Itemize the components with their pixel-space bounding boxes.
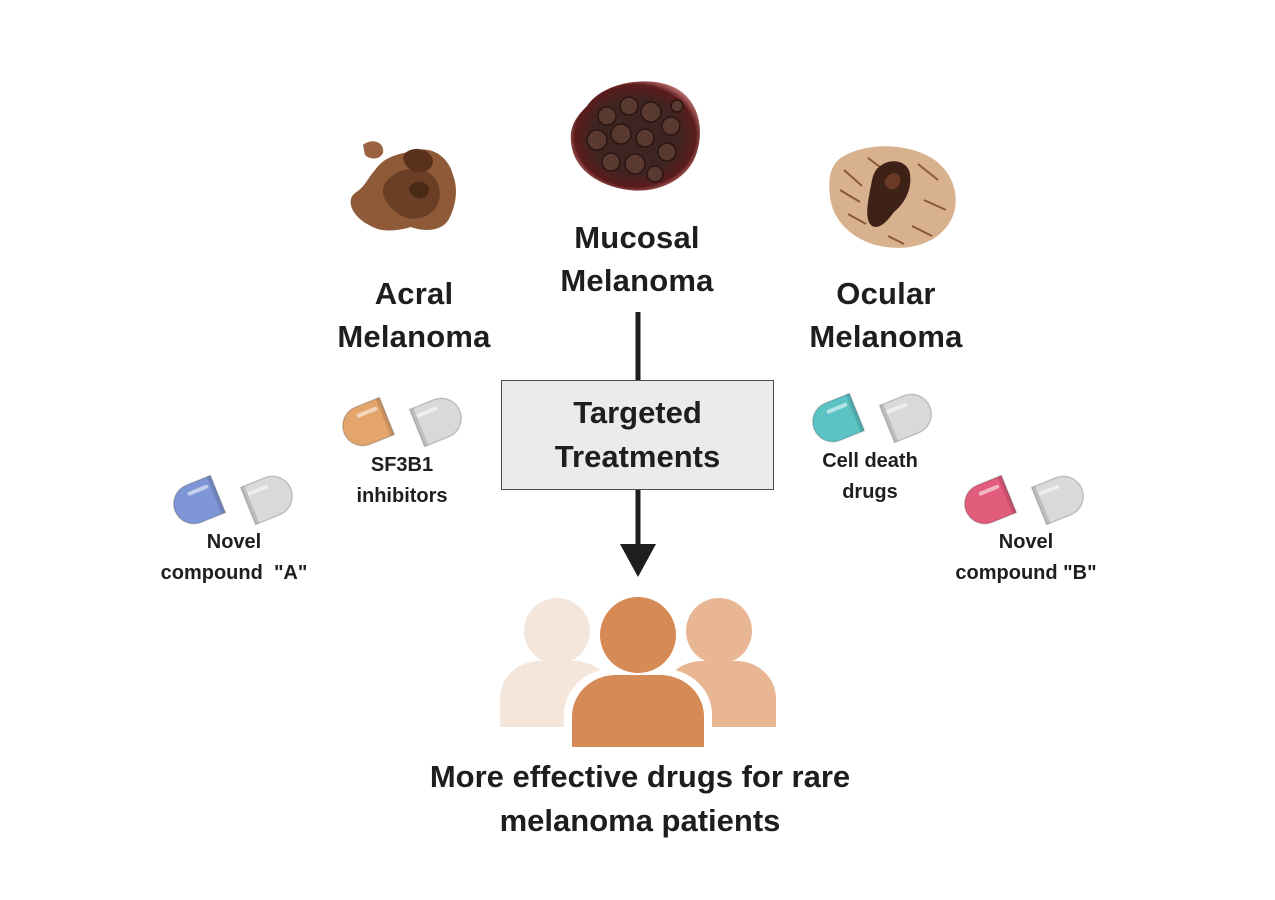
acral-title-line1: Acral xyxy=(374,276,454,311)
compound-b-line1: Novel xyxy=(998,531,1054,553)
patient-right-head xyxy=(686,598,752,664)
ocular-title-line2: Melanoma xyxy=(809,319,963,354)
mucosal-melanoma-title: Mucosal Melanoma xyxy=(537,216,737,302)
capsule-icon xyxy=(812,392,932,444)
center-line1: Targeted xyxy=(573,395,702,430)
patient-center xyxy=(564,591,712,747)
cell-death-drugs-label: Cell death drugs xyxy=(770,446,970,508)
sf3b1-inhibitors-label: SF3B1 inhibitors xyxy=(302,450,502,512)
sf3b1-line1: SF3B1 xyxy=(370,454,434,476)
cell-death-line2: drugs xyxy=(842,481,898,503)
acral-title-line2: Melanoma xyxy=(337,319,491,354)
capsule-icon xyxy=(964,474,1084,526)
arrow-bottom xyxy=(620,490,656,577)
ocular-melanoma-title: Ocular Melanoma xyxy=(786,272,986,358)
compound-a-line2: compound "A" xyxy=(160,562,308,584)
compound-a-line1: Novel xyxy=(206,531,262,553)
acral-lesion-icon xyxy=(350,141,456,231)
targeted-treatments-box: Targeted Treatments xyxy=(501,380,774,490)
patient-left-head xyxy=(524,598,590,664)
mucosal-lesion-icon xyxy=(570,81,700,191)
capsule-icon xyxy=(342,396,462,448)
patient-center-head xyxy=(600,597,676,673)
sf3b1-line2: inhibitors xyxy=(356,485,448,507)
arrow-top xyxy=(635,312,641,382)
compound-b-label: Novel compound "B" xyxy=(926,527,1126,589)
acral-melanoma-title: Acral Melanoma xyxy=(314,272,514,358)
cell-death-line1: Cell death xyxy=(822,450,918,472)
compound-b-line2: compound "B" xyxy=(955,562,1097,584)
outcome-line2: melanoma patients xyxy=(499,803,781,838)
ocular-title-line1: Ocular xyxy=(836,276,936,311)
ocular-lesion-icon xyxy=(829,146,956,248)
capsule-icon xyxy=(173,474,293,526)
patient-center-body xyxy=(572,675,704,747)
compound-a-label: Novel compound "A" xyxy=(134,527,334,589)
center-line2: Treatments xyxy=(554,439,721,474)
patients-group-icon xyxy=(500,591,776,747)
mucosal-title-line2: Melanoma xyxy=(560,263,714,298)
mucosal-title-line1: Mucosal xyxy=(574,220,700,255)
outcome-line1: More effective drugs for rare xyxy=(429,759,851,794)
outcome-caption: More effective drugs for rare melanoma p… xyxy=(340,755,940,843)
